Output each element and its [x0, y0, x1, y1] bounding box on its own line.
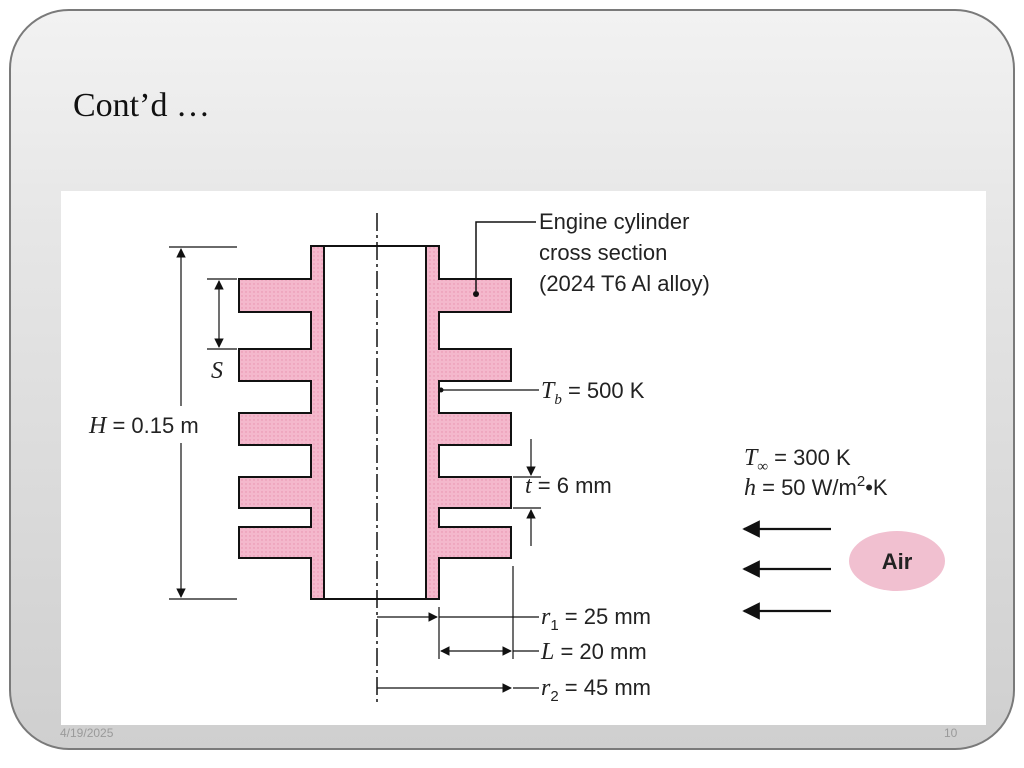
diagram-svg: Engine cylinder cross section (2024 T6 A…	[88, 209, 945, 706]
r1-label: r1 = 25 mm	[541, 604, 651, 634]
left-fin-wall	[238, 245, 325, 600]
finned-cylinder-diagram: Engine cylinder cross section (2024 T6 A…	[61, 191, 986, 725]
air-label: Air	[882, 549, 913, 574]
tb-label: Tb = 500 K	[541, 378, 645, 408]
h-label: H = 0.15 m	[88, 413, 199, 439]
footer-date: 4/19/2025	[60, 726, 114, 740]
t-label: t = 6 mm	[525, 473, 612, 499]
tinf-label: T∞ = 300 K	[744, 445, 851, 475]
tb-dot	[438, 387, 444, 393]
slide-title: Cont’d …	[73, 87, 210, 124]
callout-leader	[475, 221, 536, 291]
r2-label: r2 = 45 mm	[541, 675, 651, 705]
h-coefficient-label: h = 50 W/m2•K	[744, 473, 888, 501]
right-fin-wall	[425, 245, 512, 600]
callout-line-3: (2024 T6 Al alloy)	[539, 271, 710, 296]
page-number: 10	[944, 726, 958, 740]
air-cloud	[849, 531, 945, 591]
callout-line-1: Engine cylinder	[539, 209, 689, 234]
callout-dot	[473, 291, 479, 297]
l-label: L = 20 mm	[540, 639, 647, 665]
callout-line-2: cross section	[539, 240, 667, 265]
s-label: S	[211, 358, 223, 384]
slide-frame: Cont’d … Engi	[9, 9, 1015, 750]
